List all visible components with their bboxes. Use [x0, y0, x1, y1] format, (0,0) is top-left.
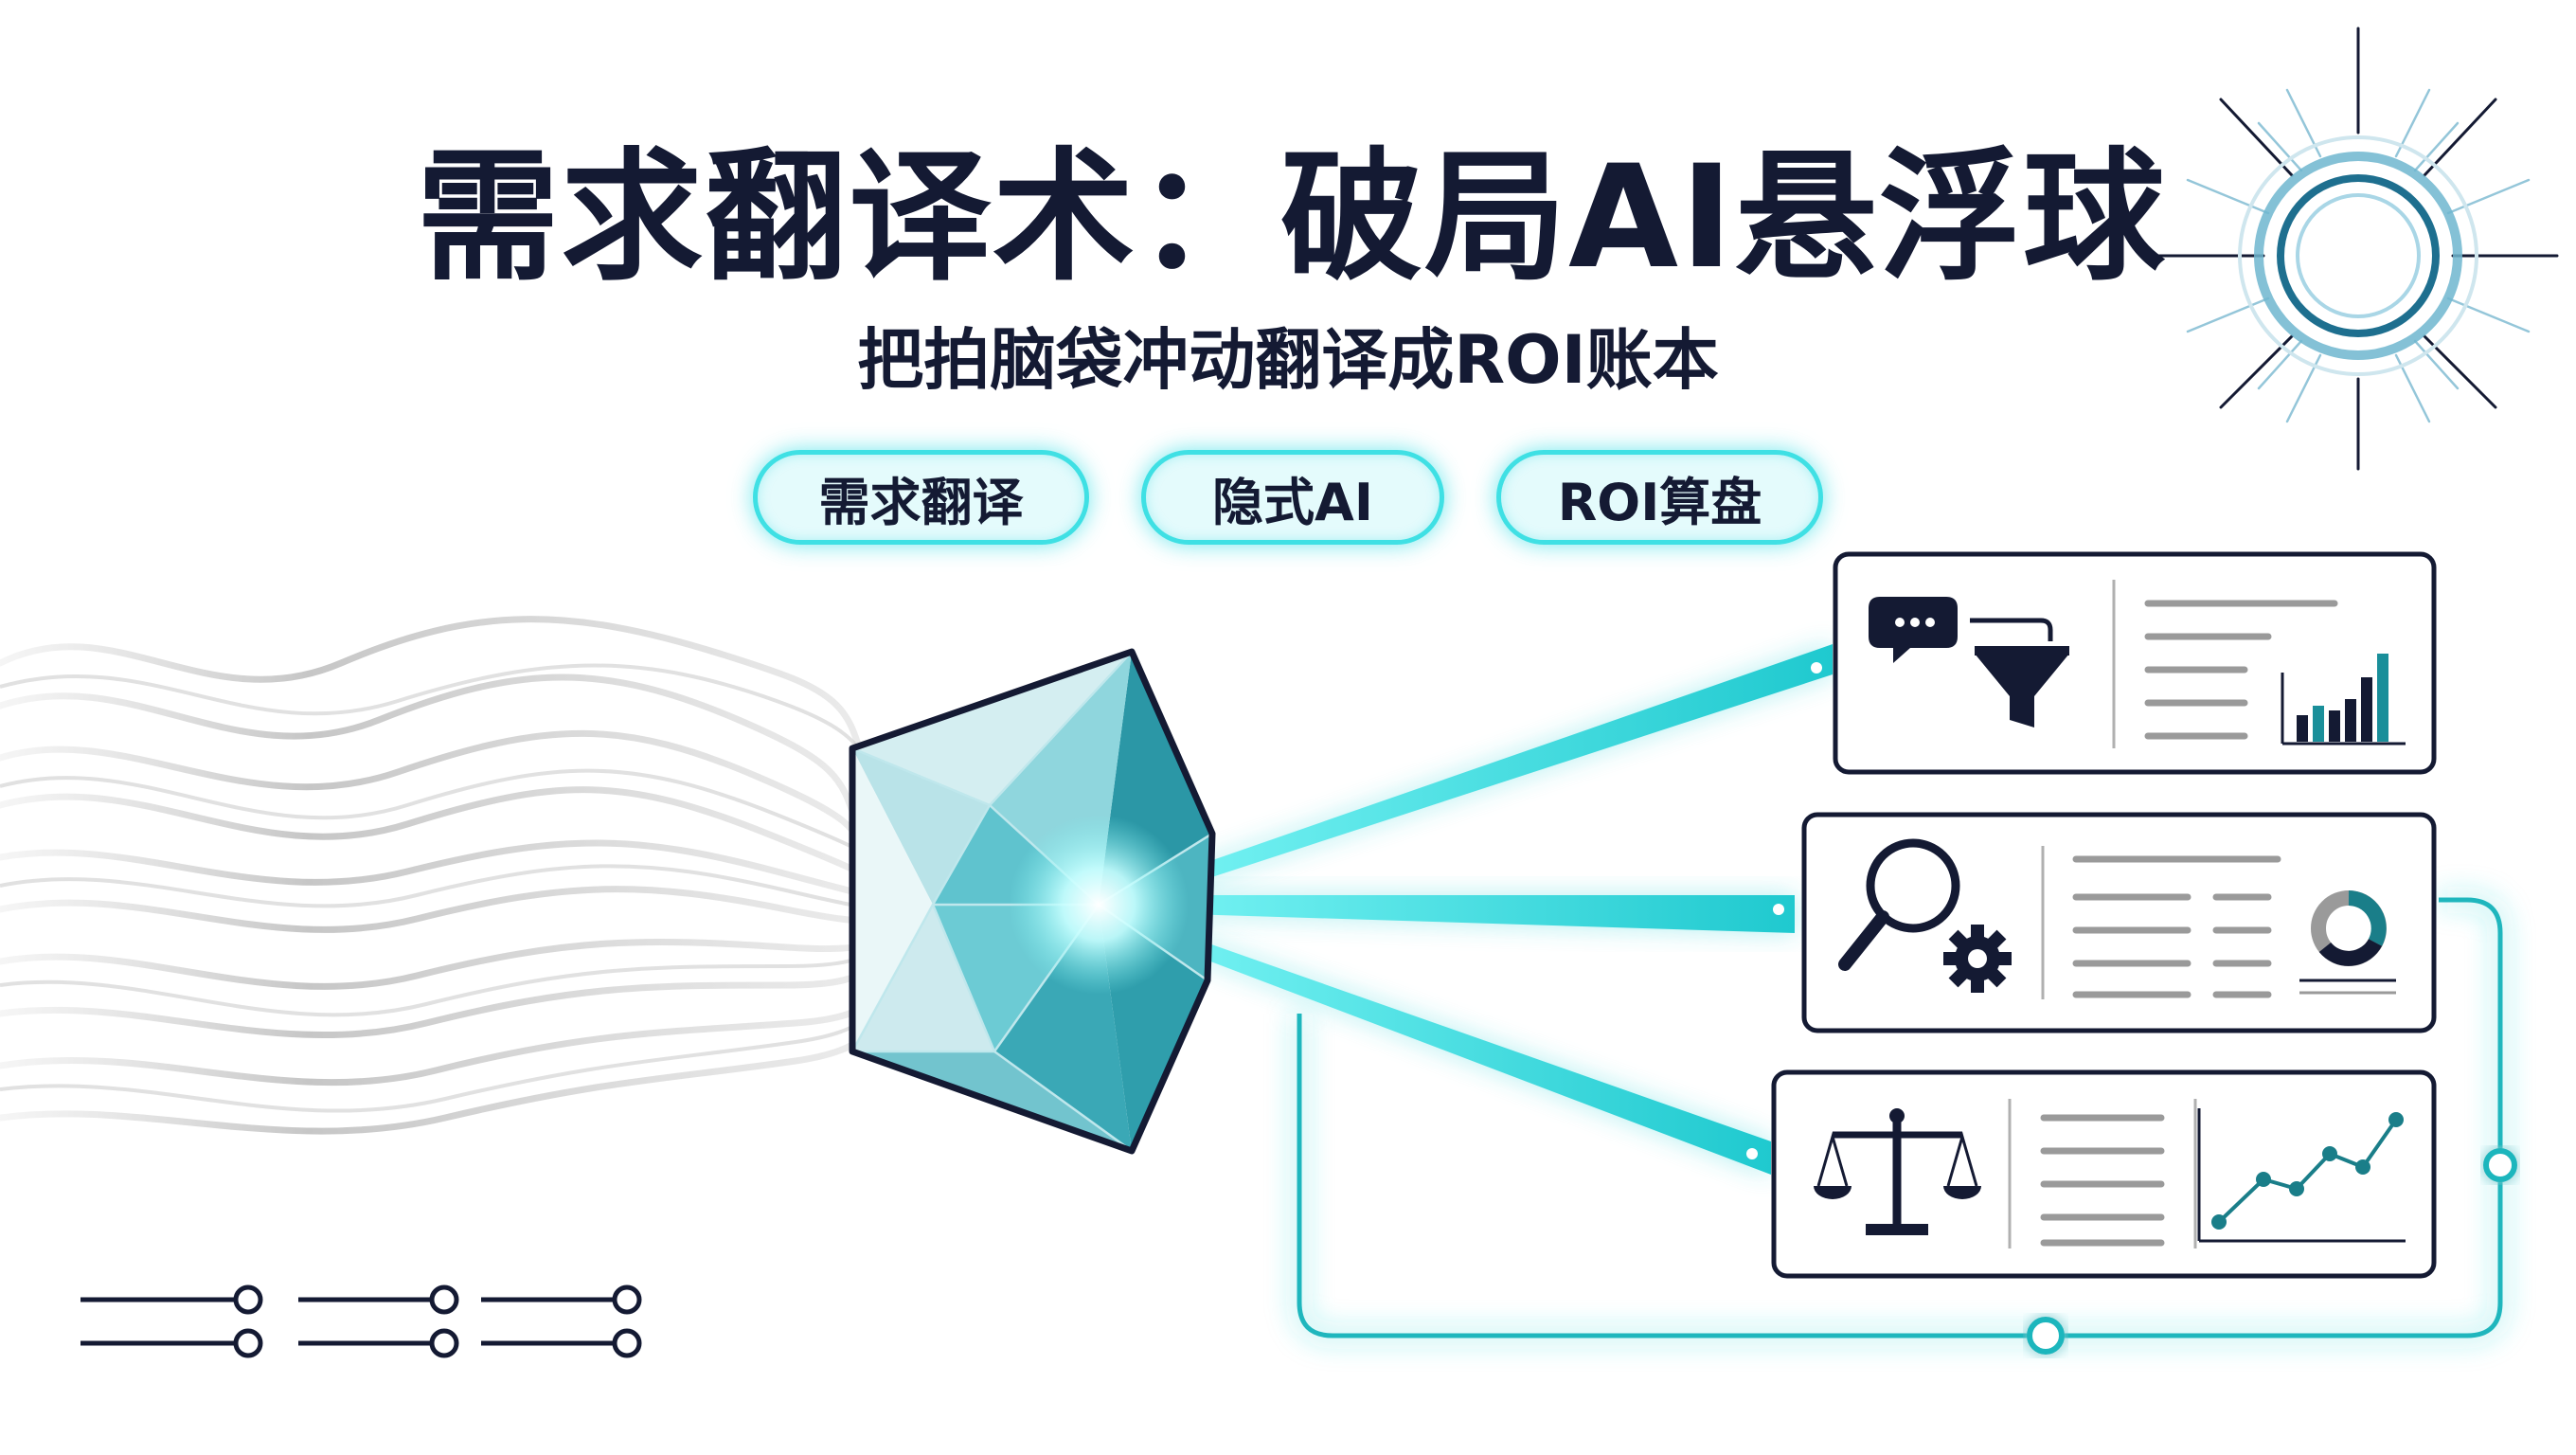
wave-stream	[0, 616, 885, 1135]
tag-roi-abacus: ROI算盘	[1496, 450, 1823, 545]
text-lines	[2072, 855, 2281, 998]
funnel-icon	[1975, 646, 2069, 728]
target-burst-icon	[2157, 27, 2559, 471]
light-beams	[1099, 644, 1833, 1175]
chat-bubble-icon	[1869, 597, 1958, 663]
panel-requirements-filter	[1833, 551, 2437, 775]
text-lines	[2144, 600, 2338, 740]
gear-icon	[1943, 925, 2012, 993]
circuit-traces	[80, 1284, 642, 1358]
balance-scale-icon	[1814, 1108, 1981, 1235]
panel-roi-abacus	[1771, 1069, 2437, 1279]
panel-implicit-ai	[1801, 812, 2437, 1033]
page-title: 需求翻译术：破局AI悬浮球	[417, 135, 2167, 300]
page-subtitle: 把拍脑袋冲动翻译成ROI账本	[857, 321, 1719, 399]
tag-implicit-ai: 隐式AI	[1141, 450, 1444, 545]
tag-requirement-translation: 需求翻译	[753, 450, 1089, 545]
line-chart-icon	[2197, 1108, 2406, 1243]
circuit-loop	[1293, 893, 2517, 1355]
crystal-prism	[849, 648, 1216, 1155]
donut-chart-icon	[2299, 890, 2396, 995]
bar-chart-icon	[2281, 654, 2406, 745]
text-lines	[2040, 1114, 2165, 1247]
magnifier-icon	[1838, 838, 1960, 971]
